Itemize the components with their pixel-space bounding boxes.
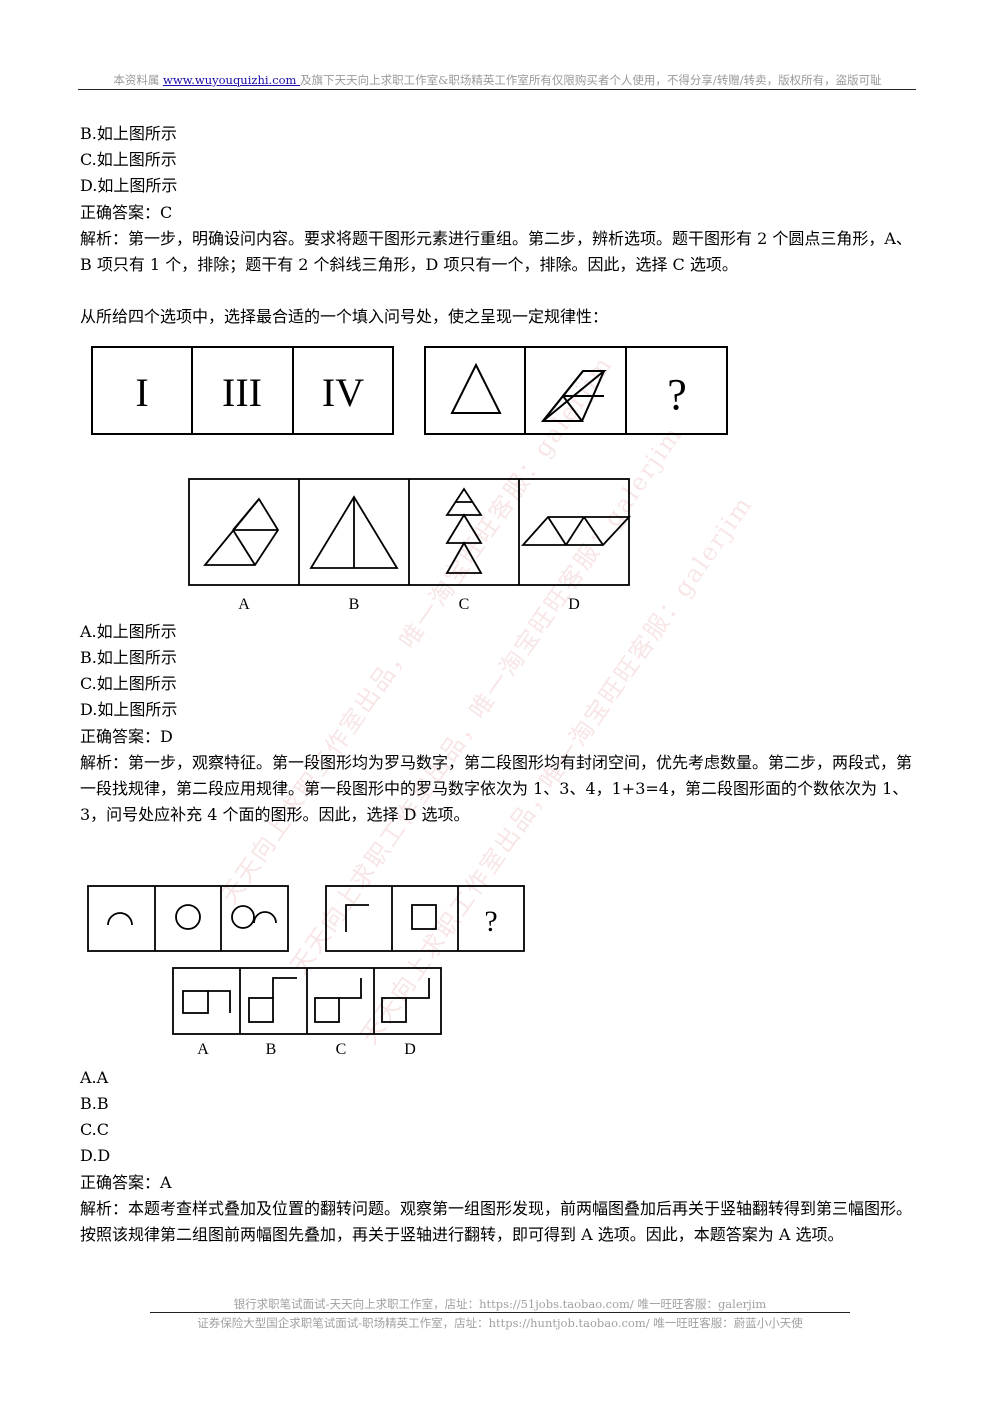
roman-numeral-3: III	[222, 370, 262, 415]
option-label-c: C	[336, 1041, 347, 1058]
q3-option-c: C.C	[80, 1120, 109, 1139]
option-label-d: D	[404, 1041, 416, 1058]
option-label-a: A	[238, 596, 250, 613]
q3-answer: 正确答案：A	[80, 1173, 172, 1192]
q2-option-a: A.如上图所示	[80, 622, 177, 641]
copyright-header: 本资料属 www.wuyouquizhi.com 及旗下天天向上求职工作室&职场…	[80, 72, 915, 88]
q1-option-d: D.如上图所示	[80, 176, 178, 195]
q2-prompt: 从所给四个选项中，选择最合适的一个填入问号处，使之呈现一定规律性：	[80, 307, 609, 326]
option-label-b: B	[349, 596, 360, 613]
q2-options-figure: A B C D	[188, 478, 632, 613]
q2-analysis: 解析：第一步，观察特征。第一段图形均为罗马数字，第二段图形均有封闭空间，优先考虑…	[80, 753, 913, 824]
question-mark: ?	[484, 905, 497, 938]
q2-option-d: D.如上图所示	[80, 700, 178, 719]
header-link[interactable]: www.wuyouquizhi.com	[163, 73, 301, 87]
q2-stem-figure: I III IV ?	[91, 346, 728, 435]
option-label-d: D	[568, 596, 580, 613]
header-suffix: 及旗下天天向上求职工作室&职场精英工作室所有仅限购买者个人使用，不得分享/转赠/…	[300, 73, 882, 87]
q3-analysis: 解析：本题考查样式叠加及位置的翻转问题。观察第一组图形发现，前两幅图叠加后再关于…	[80, 1199, 913, 1244]
q2-answer: 正确答案：D	[80, 727, 173, 746]
q3-stem-figure: ?	[87, 885, 525, 952]
q3-option-d: D.D	[80, 1146, 111, 1165]
q3-option-a: A.A	[80, 1068, 109, 1087]
roman-numeral-4: IV	[322, 370, 364, 415]
roman-numeral-1: I	[135, 370, 148, 415]
footer-line-1: 银行求职笔试面试-天天向上求职工作室，店址：https://51jobs.tao…	[233, 1297, 767, 1311]
option-label-c: C	[459, 596, 470, 613]
footer-line-2: 证券保险大型国企求职笔试面试-职场精英工作室，店址：https://huntjo…	[197, 1316, 803, 1330]
question-mark: ?	[667, 370, 687, 419]
option-label-a: A	[197, 1041, 209, 1058]
q2-option-c: C.如上图所示	[80, 674, 177, 693]
q1-option-b: B.如上图所示	[80, 124, 177, 143]
q1-answer: 正确答案：C	[80, 203, 173, 222]
q3-options-figure: A B C D	[172, 967, 442, 1058]
q1-analysis: 解析：第一步，明确设问内容。要求将题干图形元素进行重组。第二步，辨析选项。题干图…	[80, 229, 912, 274]
header-prefix: 本资料属	[113, 73, 164, 87]
footer-divider	[150, 1312, 850, 1313]
option-label-b: B	[266, 1041, 277, 1058]
q3-option-b: B.B	[80, 1094, 109, 1113]
q2-option-b: B.如上图所示	[80, 648, 177, 667]
q1-option-c: C.如上图所示	[80, 150, 177, 169]
header-divider	[78, 89, 916, 90]
